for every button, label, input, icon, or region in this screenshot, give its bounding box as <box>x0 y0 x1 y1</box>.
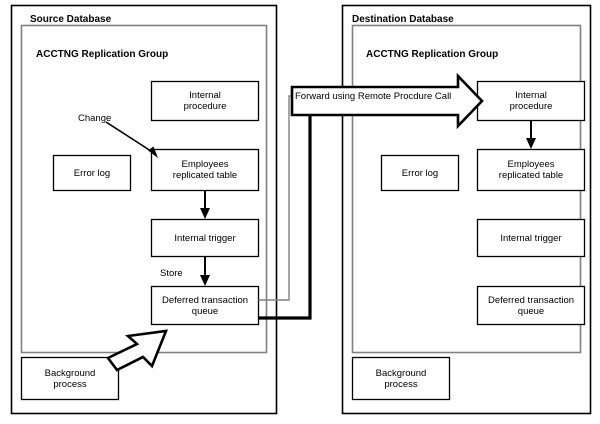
source-deferred-queue-box <box>150 285 260 326</box>
source-background-process-box <box>20 356 120 401</box>
source-database-title: Source Database <box>30 14 112 25</box>
employees-to-trigger-arrow <box>200 190 210 219</box>
destination-employees-table-box <box>476 148 586 192</box>
source-internal-trigger-box <box>150 218 260 258</box>
rpc-block-arrow <box>290 72 484 130</box>
destination-procedure-to-employees-arrow <box>526 120 536 149</box>
destination-deferred-queue-box <box>476 285 586 326</box>
change-arrow <box>105 121 158 158</box>
change-edge-label: Change <box>78 113 112 124</box>
destination-database-title: Destination Database <box>352 14 454 25</box>
background-process-block-arrow <box>106 329 169 372</box>
store-arrow <box>200 256 210 286</box>
rpc-edge-label: Forward using Remote Procdure Call <box>295 91 452 102</box>
source-employees-table-box <box>150 148 260 192</box>
destination-internal-trigger-box <box>476 218 586 258</box>
source-error-log-box <box>52 154 132 192</box>
store-edge-label: Store <box>160 268 183 279</box>
source-replication-group-title: ACCTNG Replication Group <box>36 49 169 60</box>
destination-replication-group-title: ACCTNG Replication Group <box>366 49 499 60</box>
destination-background-process-box <box>351 356 451 401</box>
source-internal-procedure-box <box>150 80 260 122</box>
destination-internal-procedure-box <box>476 80 586 122</box>
destination-error-log-box <box>380 154 460 192</box>
